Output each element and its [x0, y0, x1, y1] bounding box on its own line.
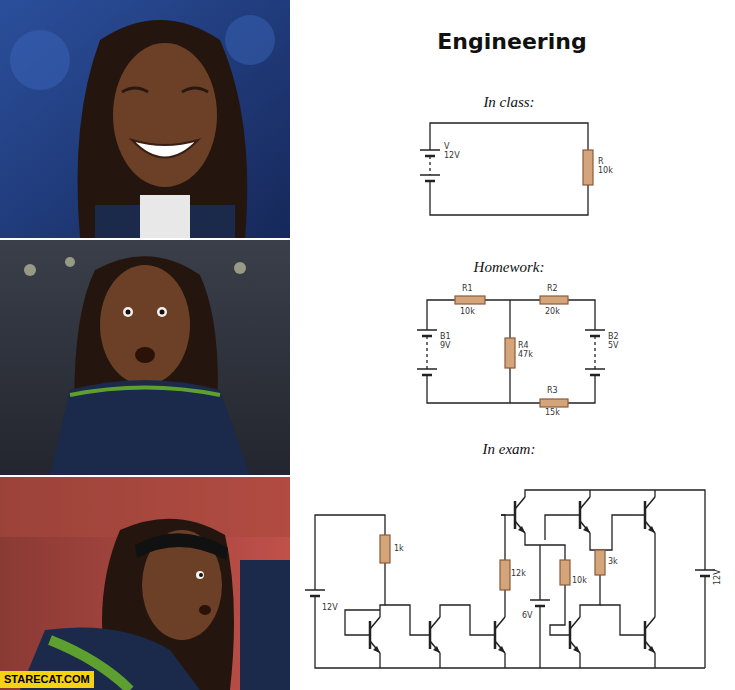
battery-symbol — [417, 330, 437, 375]
caption: In exam: — [439, 442, 579, 457]
component-label: R4 — [518, 342, 529, 350]
component-label: 10k — [598, 167, 613, 175]
component-label: R1 — [462, 285, 473, 293]
title: Engineering — [392, 30, 632, 54]
component-label: 20k — [545, 308, 560, 316]
caption: Homework: — [439, 260, 579, 275]
battery-symbol — [420, 150, 440, 181]
component-label: 12V — [444, 152, 460, 160]
component-label: B2 — [608, 333, 619, 341]
resistor-symbol — [380, 535, 605, 590]
circuit-wires — [427, 300, 595, 403]
resistor-symbol — [583, 150, 593, 185]
photo-panel — [0, 240, 290, 475]
component-label: 10k — [572, 577, 587, 585]
watermark: STARECAT.COM — [0, 671, 94, 688]
battery-symbol — [585, 330, 605, 375]
circuit-wires — [430, 123, 588, 215]
component-label: R2 — [547, 285, 558, 293]
component-label: 5V — [608, 342, 619, 350]
caption: In class: — [439, 95, 579, 110]
component-label: V — [444, 143, 449, 151]
transistor-group — [356, 497, 655, 653]
component-label: 9V — [440, 342, 451, 350]
component-label: 12k — [511, 570, 526, 578]
component-label: 47k — [518, 351, 533, 359]
component-label: 12V — [714, 569, 722, 585]
component-label: B1 — [440, 333, 451, 341]
component-label: R3 — [547, 387, 558, 395]
component-label: 3k — [608, 558, 618, 566]
resistor-symbol — [455, 296, 568, 407]
component-label: 6V — [522, 612, 533, 620]
component-label: R — [598, 158, 604, 166]
component-label: 1k — [394, 545, 404, 553]
photo-panel — [0, 477, 290, 690]
component-label: 15k — [545, 409, 560, 417]
component-label: 10k — [460, 308, 475, 316]
photo-panel — [0, 0, 290, 238]
component-label: 12V — [322, 604, 338, 612]
circuit-wires — [315, 490, 705, 668]
